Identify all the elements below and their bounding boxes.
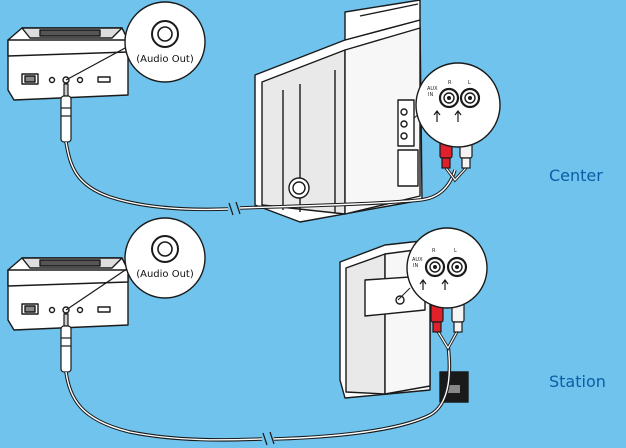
center-label: Center — [549, 166, 603, 185]
bottom-audio-out-label: (Audio Out) — [136, 269, 194, 280]
bottom-cable — [64, 329, 460, 446]
station-label: Station — [549, 372, 606, 391]
bottom-in-label: IN — [413, 263, 418, 269]
top-rca-socket-callout: AUX IN R L — [413, 62, 501, 148]
bottom-dock-device — [7, 257, 129, 331]
top-audio-out-callout: (Audio Out) — [65, 1, 206, 83]
bottom-rca-socket-r — [424, 256, 446, 278]
top-in-label: IN — [428, 92, 433, 98]
top-audio-out-label: (Audio Out) — [136, 54, 194, 65]
top-rca-socket-l — [459, 87, 481, 109]
top-cable — [64, 141, 468, 216]
bottom-rca-socket-l — [446, 256, 468, 278]
bottom-r-label: R — [432, 248, 436, 254]
center-tv-unit — [254, 0, 423, 223]
top-dock-device — [7, 27, 129, 101]
station-unit — [339, 239, 469, 403]
top-l-label: L — [468, 80, 471, 86]
top-aux-label: AUX — [427, 86, 438, 92]
top-r-label: R — [448, 80, 452, 86]
bottom-rca-socket-callout: AUX IN R L — [397, 227, 488, 309]
bottom-audio-jack-plug — [60, 313, 72, 373]
top-rca-socket-r — [438, 87, 460, 109]
bottom-l-label: L — [454, 248, 457, 254]
bottom-audio-out-callout: (Audio Out) — [65, 217, 206, 311]
top-audio-jack-plug — [60, 83, 72, 143]
bottom-aux-label: AUX — [412, 257, 423, 263]
